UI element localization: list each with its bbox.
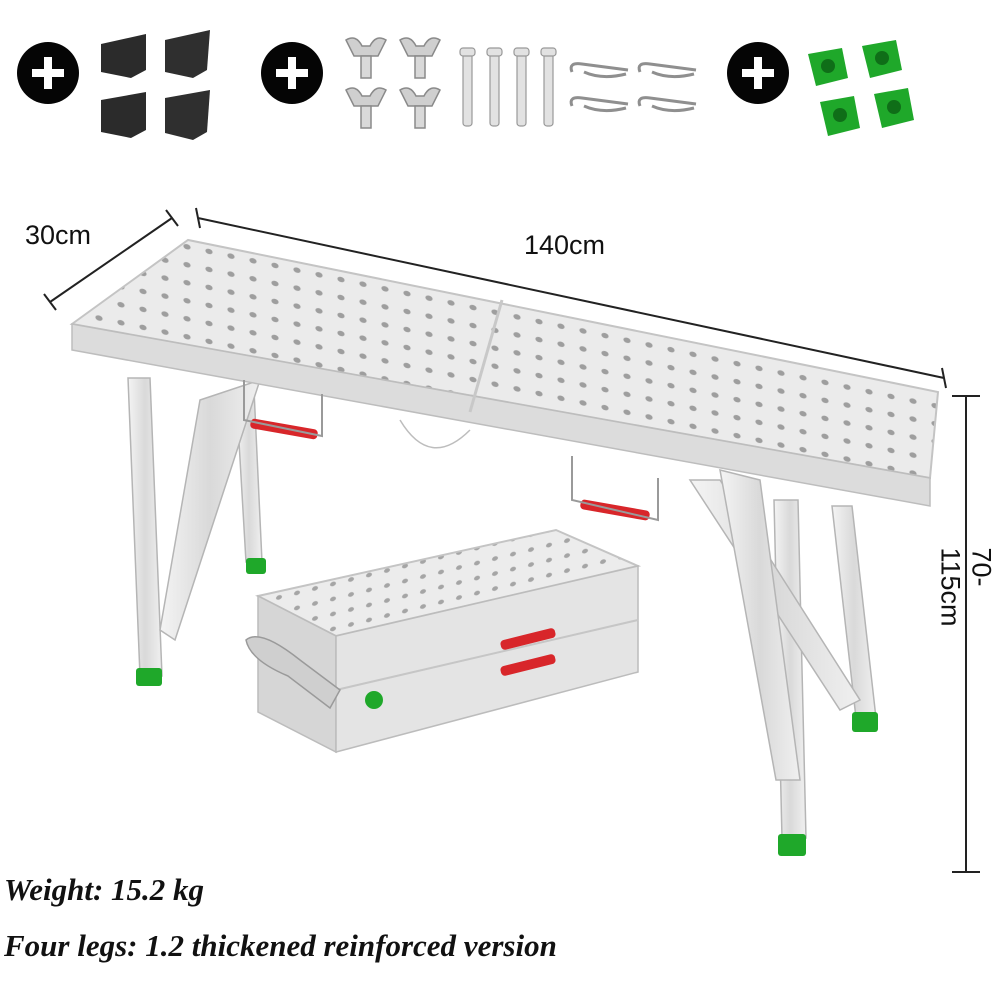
rubber-foot-cover-icon: [101, 30, 210, 140]
workbench-legs: [127, 377, 877, 839]
table-top: [69, 238, 940, 507]
plus-icon: [17, 42, 79, 104]
plus-icon: [261, 42, 323, 104]
height-label: 70-115cm: [935, 547, 997, 627]
length-label: 140cm: [524, 230, 606, 260]
folded-workbench: [245, 528, 642, 754]
dimension-lines: [43, 207, 980, 873]
legs-spec: Four legs: 1.2 thickened reinforced vers…: [4, 928, 557, 963]
handle-frame: [243, 380, 659, 522]
wing-nut-icon: [345, 37, 441, 129]
green-foot-pad-icon: [808, 40, 914, 136]
r-clip-icon: [569, 62, 697, 113]
pin-icon: [459, 47, 557, 127]
plus-icon: [727, 42, 789, 104]
leg-foot-caps: [136, 558, 878, 856]
depth-label: 30cm: [25, 220, 92, 250]
weight-spec: Weight: 15.2 kg: [4, 872, 205, 907]
